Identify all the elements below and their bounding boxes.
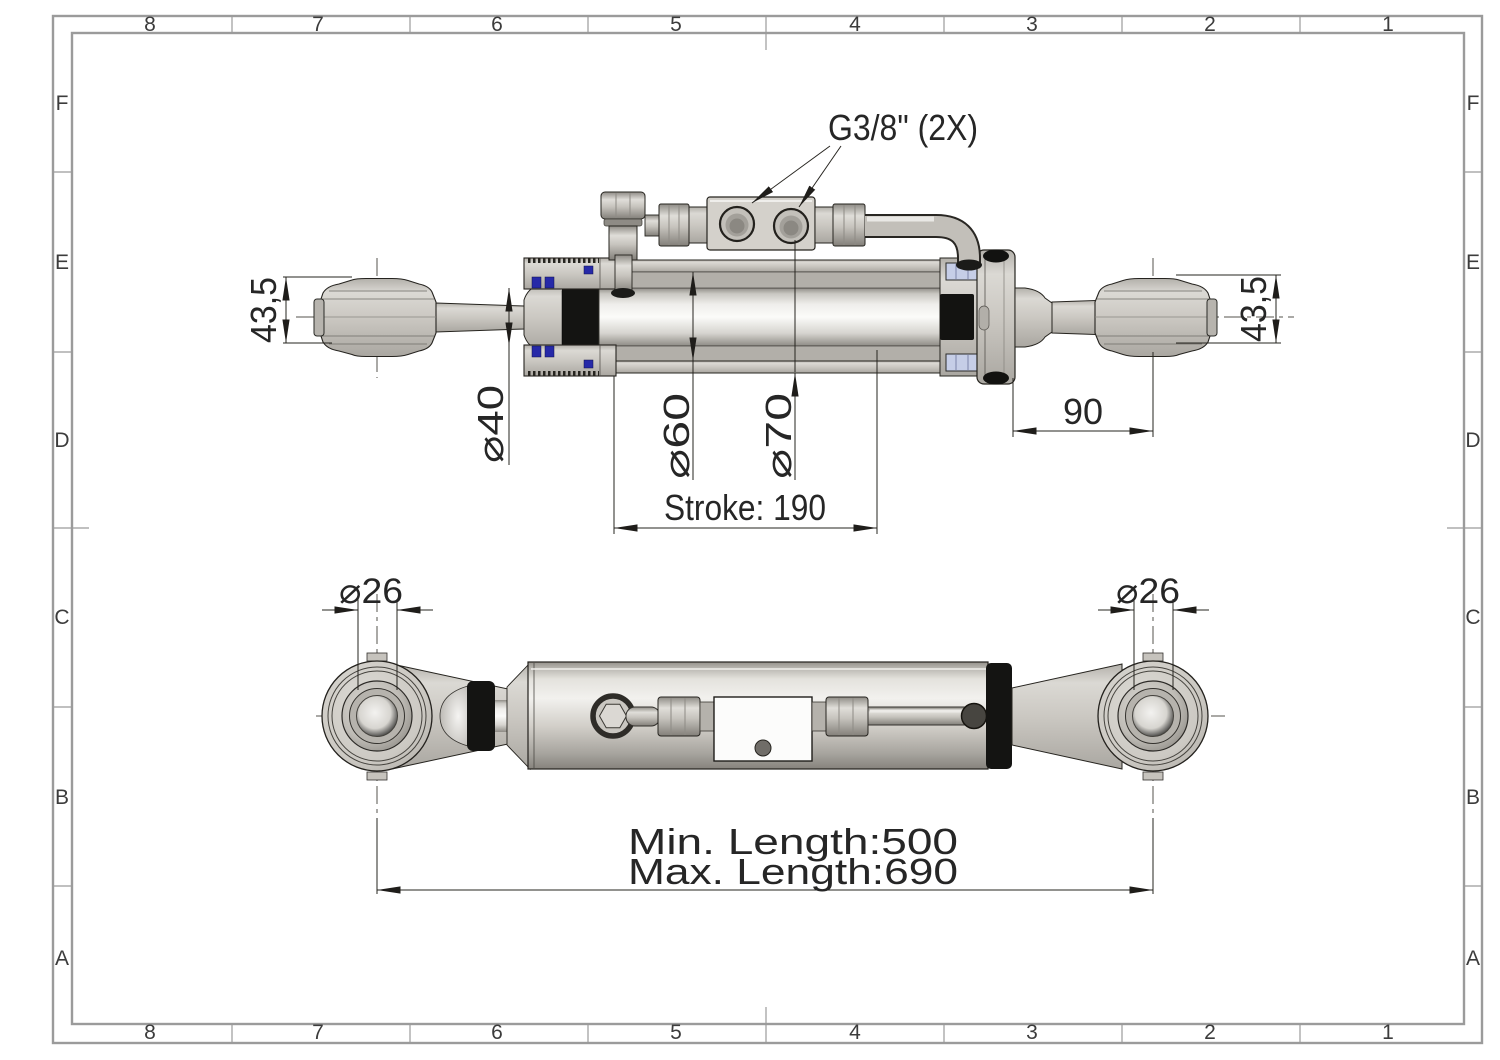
zone-label-right: F	[1467, 92, 1480, 115]
dim-barrel-diameter: ⌀70	[758, 240, 799, 480]
dim-head-to-eye: 90	[1012, 352, 1154, 437]
bottom-view-external	[316, 594, 1225, 820]
lower-valve-line	[625, 696, 988, 762]
flange-oring-top	[983, 249, 1009, 263]
right-eye-diameter-label: ⌀26	[1116, 572, 1180, 611]
zone-label-left: E	[55, 251, 69, 274]
dimension-annotations: G3/8" (2X) 43,5 43,5 ⌀40 ⌀60 ⌀7	[243, 107, 1281, 894]
top-view-section	[296, 191, 1294, 385]
piston-bushing	[940, 294, 974, 340]
socket-dome	[439, 685, 469, 747]
banjo-pipe	[625, 706, 661, 727]
pipe	[865, 216, 979, 264]
port-nut-right	[832, 203, 866, 247]
left-ball-joint	[313, 277, 564, 358]
zone-label-bottom: 7	[312, 1021, 324, 1044]
bore-diameter-label: ⌀60	[656, 393, 697, 479]
clevis-taper	[1011, 663, 1123, 770]
black-collar	[561, 282, 601, 353]
zone-label-bottom: 1	[1382, 1021, 1394, 1044]
zone-label-top: 4	[849, 13, 861, 36]
port-boss	[590, 693, 636, 739]
black-collar-right-lower	[986, 663, 1012, 769]
left-eye-diameter-label: ⌀26	[339, 572, 403, 611]
piston-rod	[598, 287, 941, 347]
right-ball-joint	[1014, 277, 1218, 358]
zone-label-bottom: 3	[1026, 1021, 1038, 1044]
elbow-stem	[614, 254, 633, 294]
left-ball-width-label: 43,5	[243, 277, 284, 343]
right-rod-end	[1011, 652, 1209, 781]
barrel-diameter-label: ⌀70	[758, 393, 799, 479]
rod-diameter-label: ⌀40	[470, 385, 511, 463]
barrel-nose-cone	[506, 661, 531, 771]
stroke-label: Stroke: 190	[664, 487, 826, 528]
zone-label-right: D	[1465, 429, 1480, 452]
dim-min-max-length: Min. Length:500 Max. Length:690	[376, 818, 1154, 894]
elbow-hex-cap	[600, 191, 646, 220]
rod-end-cup	[523, 283, 564, 352]
zone-label-top: 7	[312, 13, 324, 36]
black-collar-lower	[467, 681, 495, 751]
dim-left-ball-width: 43,5	[243, 276, 352, 344]
max-length-label: Max. Length:690	[628, 851, 958, 892]
pipe-elbow-ball	[960, 702, 988, 730]
right-ball-width-label: 43,5	[1233, 276, 1274, 342]
dim-ports: G3/8" (2X)	[751, 107, 978, 208]
elbow-body	[608, 225, 638, 261]
valve-plate-hole	[754, 739, 772, 757]
zone-dividers	[53, 16, 1482, 1043]
rod-stub	[495, 700, 507, 732]
zone-label-top: 5	[670, 13, 682, 36]
hex-nut-right	[825, 696, 869, 737]
port-nut-left	[658, 203, 690, 247]
sheet-frame	[51, 14, 1484, 1045]
dim-bore-diameter: ⌀60	[656, 272, 697, 480]
valve-block-assembly	[600, 191, 982, 298]
zone-label-left: B	[55, 786, 69, 809]
hex-socket	[598, 703, 628, 729]
zone-label-right: E	[1466, 251, 1480, 274]
zone-label-top: 2	[1204, 13, 1216, 36]
zone-label-top: 3	[1026, 13, 1038, 36]
dim-right-ball-width: 43,5	[1176, 274, 1281, 344]
zone-label-right: A	[1466, 947, 1480, 970]
zone-label-top: 8	[144, 13, 156, 36]
zone-label-top: 1	[1382, 13, 1394, 36]
ball-housing	[1094, 277, 1212, 358]
zone-label-left: F	[56, 92, 69, 115]
hex-nut-left	[657, 696, 701, 737]
dim-stroke: Stroke: 190	[613, 350, 878, 534]
zone-label-right: B	[1466, 786, 1480, 809]
zone-label-bottom: 5	[670, 1021, 682, 1044]
cylinder-barrel-section	[523, 249, 1016, 385]
zone-label-left: C	[54, 606, 69, 629]
zone-label-bottom: 6	[491, 1021, 503, 1044]
head-to-eye-label: 90	[1063, 391, 1103, 432]
zone-labels: 8 7 6 5 4 3 2 1 8 7 6 5 4 3 2 1 F E D C …	[54, 13, 1480, 1044]
outer-border	[51, 14, 1484, 1045]
flange-oring-bottom	[983, 371, 1009, 385]
eye-bore	[1132, 695, 1174, 737]
left-rod-end	[321, 652, 509, 781]
zone-label-bottom: 4	[849, 1021, 861, 1044]
ball-housing	[319, 277, 437, 358]
dim-left-eye-diameter: ⌀26	[322, 572, 433, 690]
eye-bore	[356, 695, 398, 737]
min-length-label: Min. Length:500	[628, 821, 958, 862]
zone-label-left: A	[55, 947, 69, 970]
zone-label-top: 6	[491, 13, 503, 36]
dim-right-eye-diameter: ⌀26	[1098, 572, 1209, 690]
port-left	[718, 205, 756, 243]
port-size-label: G3/8" (2X)	[828, 107, 978, 148]
zone-label-bottom: 2	[1204, 1021, 1216, 1044]
zone-label-bottom: 8	[144, 1021, 156, 1044]
zone-label-right: C	[1465, 606, 1480, 629]
zone-label-left: D	[54, 429, 69, 452]
dim-rod-diameter: ⌀40	[470, 288, 513, 465]
port-right	[772, 207, 810, 245]
